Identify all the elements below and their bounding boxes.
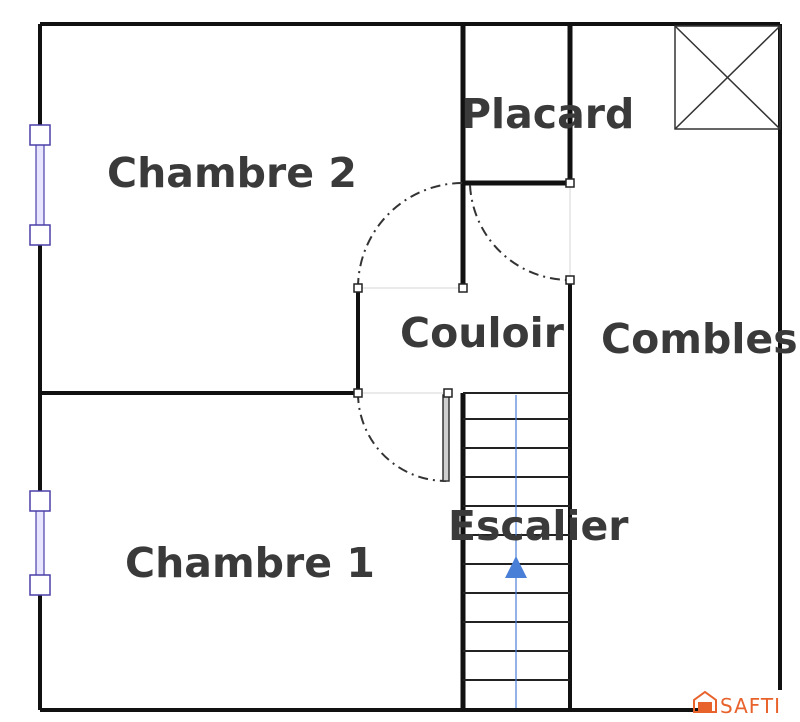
- room-label-placard: Placard: [461, 90, 634, 138]
- stair-arrow-icon: [505, 556, 527, 578]
- outer-walls: [38, 22, 782, 712]
- room-label-combles: Combles: [601, 315, 798, 363]
- window-chambre-2: [29, 124, 51, 246]
- door-arc-chambre-2: [357, 182, 464, 289]
- door-arc-placard: [469, 184, 571, 282]
- room-label-chambre-2: Chambre 2: [107, 149, 357, 197]
- void-box-icon: [674, 25, 781, 130]
- door-leaf: [442, 394, 450, 482]
- wall-nodes: [353, 178, 575, 398]
- door-arc-chambre-1: [357, 392, 447, 482]
- room-label-couloir: Couloir: [400, 309, 565, 357]
- staircase: [463, 392, 570, 708]
- room-label-chambre-1: Chambre 1: [125, 539, 375, 587]
- opening-guides: [358, 183, 571, 394]
- house-icon: [693, 690, 717, 713]
- interior-walls: [40, 24, 573, 710]
- brand-logo: SAFTI: [693, 690, 781, 718]
- window-chambre-1: [29, 490, 51, 596]
- room-label-escalier: Escalier: [448, 502, 629, 550]
- brand-name: SAFTI: [720, 694, 781, 718]
- door-swings: [357, 182, 571, 482]
